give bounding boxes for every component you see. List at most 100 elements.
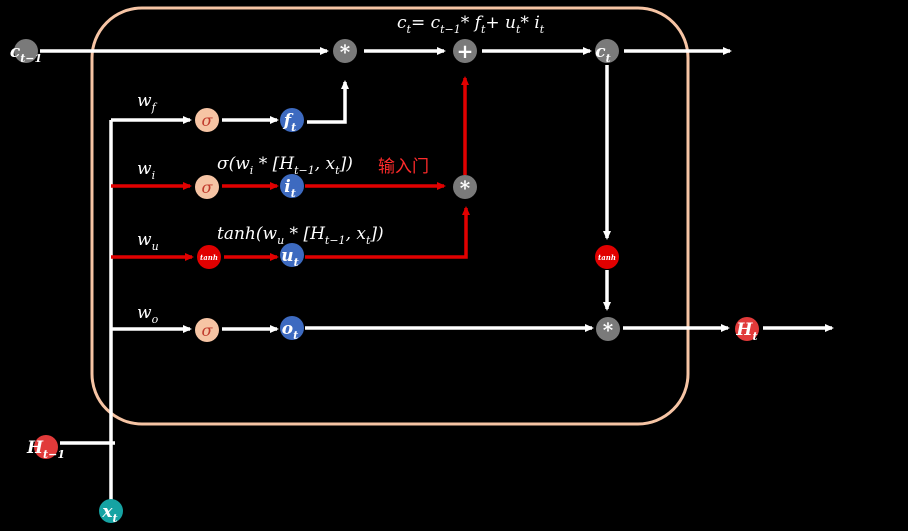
cell-update-formula: ct= ct−1* ft+ ut* it bbox=[397, 13, 545, 36]
ug-pre: tanh(w bbox=[217, 224, 277, 244]
mult-output-node: * bbox=[596, 317, 620, 342]
h-t-sub: t bbox=[752, 330, 757, 343]
mult-forget-symbol: * bbox=[340, 40, 351, 64]
cu-op1: * f bbox=[461, 13, 484, 33]
white-paths bbox=[40, 47, 834, 500]
svg-text:ot: ot bbox=[282, 319, 298, 342]
ug-x-sub: t bbox=[366, 234, 371, 247]
ig-h-sub: t−1 bbox=[294, 164, 315, 177]
ig-mid: * [H bbox=[253, 154, 295, 174]
svg-text:Ht: Ht bbox=[735, 320, 757, 343]
svg-text:ct−1: ct−1 bbox=[10, 42, 42, 65]
input-gate-formula: σ(wi * [Ht−1, xt]) bbox=[217, 154, 353, 177]
cu-op2: + u bbox=[485, 13, 516, 33]
wo-main: w bbox=[137, 303, 152, 323]
wu-sub: u bbox=[152, 240, 159, 253]
mult-input-symbol: * bbox=[460, 176, 471, 200]
red-paths bbox=[111, 76, 470, 261]
sigma-i-node: σ bbox=[195, 175, 219, 199]
cu-f-sub: t bbox=[481, 23, 486, 36]
cell-frame bbox=[90, 6, 690, 426]
ug-mid: * [H bbox=[284, 224, 326, 244]
f-t-main: f bbox=[283, 111, 294, 131]
cu-u-sub: t bbox=[516, 23, 521, 36]
h-t-node: Ht bbox=[735, 317, 759, 343]
wi-main: w bbox=[137, 159, 152, 179]
cu-c: c bbox=[397, 13, 407, 33]
wf-sub: f bbox=[151, 101, 158, 114]
tanh-c-node: tanh bbox=[595, 245, 619, 269]
cu-op3: * i bbox=[520, 13, 539, 33]
sigma-i-symbol: σ bbox=[202, 178, 214, 197]
o-t-sub: t bbox=[293, 329, 298, 342]
cu-cprev-sub: t−1 bbox=[440, 23, 461, 36]
tanh-u-node: tanh bbox=[197, 245, 221, 269]
c-prev-node: ct−1 bbox=[10, 39, 42, 65]
svg-text:it: it bbox=[284, 177, 296, 200]
sigma-o-node: σ bbox=[195, 318, 219, 342]
u-t-node: ut bbox=[280, 243, 304, 269]
c-t-node: ct bbox=[595, 39, 619, 65]
wo-sub: o bbox=[152, 313, 159, 326]
sigma-o-symbol: σ bbox=[202, 321, 214, 340]
ug-h-sub: t−1 bbox=[325, 234, 346, 247]
u-t-sub: t bbox=[294, 256, 299, 269]
ug-comma: , x bbox=[346, 224, 367, 244]
tanh-u-symbol: tanh bbox=[200, 253, 218, 262]
ig-x-sub: t bbox=[335, 164, 340, 177]
x-t-sub: t bbox=[113, 512, 118, 525]
c-t-sub: t bbox=[606, 52, 611, 65]
weight-label-wo: wo bbox=[137, 303, 159, 326]
h-prev-node: Ht−1 bbox=[26, 435, 65, 461]
f-t-sub: t bbox=[291, 121, 296, 134]
weight-label-wu: wu bbox=[137, 230, 159, 253]
sigma-f-symbol: σ bbox=[202, 111, 214, 130]
cu-eq: = c bbox=[411, 13, 441, 33]
wf-main: w bbox=[137, 91, 152, 111]
o-t-main: o bbox=[282, 319, 293, 339]
svg-text:ut: ut bbox=[281, 246, 298, 269]
u-t-main: u bbox=[281, 246, 293, 266]
i-t-main: i bbox=[284, 177, 290, 197]
x-t-main: x bbox=[101, 502, 113, 522]
update-gate-formula: tanh(wu * [Ht−1, xt]) bbox=[217, 224, 384, 247]
o-t-node: ot bbox=[280, 316, 304, 342]
ug-post: ]) bbox=[369, 224, 383, 244]
i-t-sub: t bbox=[291, 187, 296, 200]
plus-cell-node: + bbox=[453, 39, 477, 63]
weight-label-wf: wf bbox=[137, 91, 158, 114]
svg-text:ct: ct bbox=[595, 42, 610, 65]
c-prev-sub: t−1 bbox=[20, 52, 42, 65]
mult-output-symbol: * bbox=[603, 318, 614, 342]
ig-post: ]) bbox=[339, 154, 353, 174]
x-t-node: xt bbox=[99, 499, 123, 525]
mult-input-node: * bbox=[453, 175, 477, 200]
svg-text:Ht−1: Ht−1 bbox=[26, 438, 65, 461]
cu-c-sub: t bbox=[407, 23, 412, 36]
ft-to-mult-arrow bbox=[307, 80, 349, 124]
cu-i-sub: t bbox=[540, 23, 545, 36]
wu-main: w bbox=[137, 230, 152, 250]
i-t-node: it bbox=[280, 174, 304, 200]
svg-text:ft: ft bbox=[283, 111, 296, 134]
c-t-main: c bbox=[595, 42, 606, 62]
input-gate-annotation: 输入门 bbox=[378, 157, 429, 177]
h-t-main: H bbox=[735, 320, 753, 340]
tanh-c-symbol: tanh bbox=[598, 253, 616, 262]
plus-symbol: + bbox=[457, 39, 474, 63]
f-t-node: ft bbox=[280, 108, 304, 134]
c-prev-main: c bbox=[10, 42, 21, 62]
ug-w-sub: u bbox=[277, 234, 284, 247]
ig-comma: , x bbox=[315, 154, 336, 174]
ig-w-sub: i bbox=[250, 164, 254, 177]
wi-sub: i bbox=[152, 169, 156, 182]
ut-to-mult-arrow bbox=[305, 206, 470, 259]
sigma-f-node: σ bbox=[195, 108, 219, 132]
mult-forget-node: * bbox=[333, 39, 357, 64]
weight-label-wi: wi bbox=[137, 159, 155, 182]
ig-pre: σ(w bbox=[217, 154, 250, 174]
svg-text:xt: xt bbox=[101, 502, 117, 525]
h-prev-main: H bbox=[26, 438, 44, 458]
